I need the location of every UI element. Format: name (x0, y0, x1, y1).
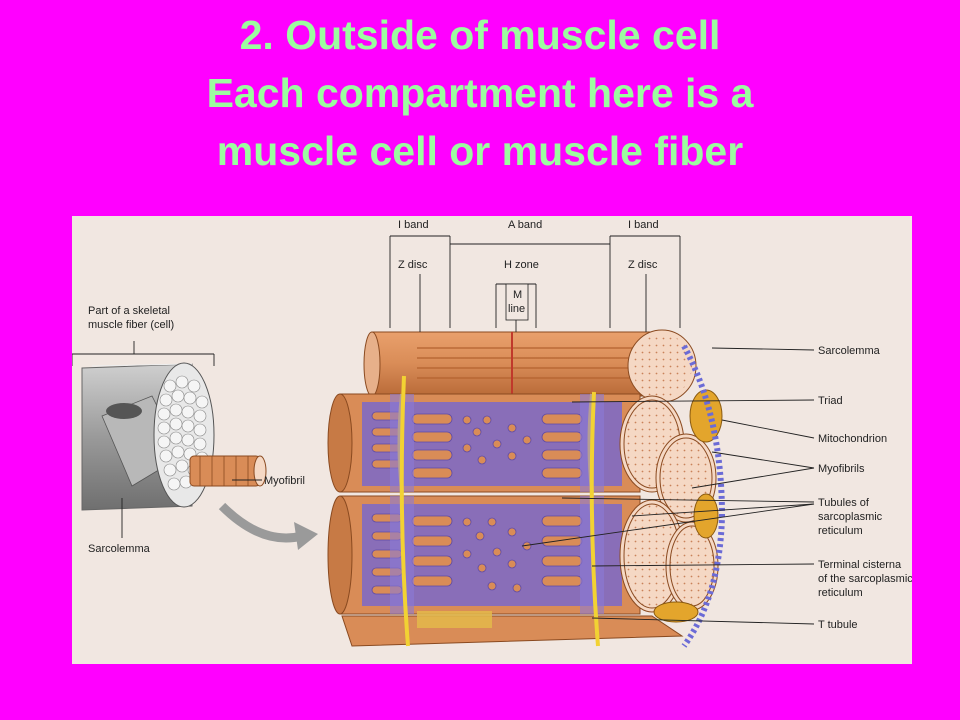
basal-sheet (341, 615, 684, 647)
label-sarcolemma-right: Sarcolemma (818, 345, 881, 357)
skeletal-fiber-segment (81, 362, 215, 511)
label-sarcolemma-left: Sarcolemma (88, 543, 151, 555)
label-z-disc-right: Z disc (628, 259, 658, 271)
top-myofibril (363, 329, 697, 403)
label-terminal-2: of the sarcoplasmic (818, 573, 912, 585)
label-tubules-1: Tubules of (818, 497, 870, 509)
label-terminal-3: reticulum (818, 587, 863, 599)
myofibril-end-faces (619, 395, 719, 613)
mitochondria (653, 389, 723, 623)
label-tubules-2: sarcoplasmic (818, 511, 883, 523)
label-m-line-1: M (513, 289, 522, 301)
label-part-of-fiber-2: muscle fiber (cell) (88, 319, 174, 331)
label-myofibrils: Myofibrils (818, 463, 865, 475)
muscle-fiber-diagram: Part of a skeletal muscle fiber (cell) M… (72, 216, 912, 664)
diagram-canvas: Part of a skeletal muscle fiber (cell) M… (72, 219, 912, 648)
band-brackets (389, 235, 681, 332)
label-myofibril: Myofibril (264, 475, 305, 487)
label-m-line-2: line (508, 303, 525, 315)
zoom-arrow (218, 502, 304, 543)
title-line-1: 2. Outside of muscle cell (239, 12, 721, 58)
sarcolemma-edge (681, 344, 726, 648)
bottom-myofibril (327, 375, 641, 647)
label-i-band-right: I band (628, 219, 659, 231)
label-i-band-left: I band (398, 219, 429, 231)
myofibril-bundle (189, 455, 267, 487)
right-leader-lines (521, 347, 815, 625)
label-tubules-3: reticulum (818, 525, 863, 537)
title-line-3: muscle cell or muscle fiber (216, 128, 744, 174)
slide-title: 2. Outside of muscle cell Each compartme… (0, 6, 960, 180)
label-t-tubule: T tubule (818, 619, 858, 631)
label-h-zone: H zone (504, 259, 539, 271)
label-mitochondrion: Mitochondrion (818, 433, 887, 445)
title-line-2: Each compartment here is a (206, 70, 754, 116)
label-z-disc-left: Z disc (398, 259, 428, 271)
label-part-of-fiber-1: Part of a skeletal (88, 305, 170, 317)
label-terminal-1: Terminal cisterna (818, 559, 902, 571)
label-triad: Triad (818, 395, 843, 407)
label-a-band: A band (508, 219, 542, 231)
